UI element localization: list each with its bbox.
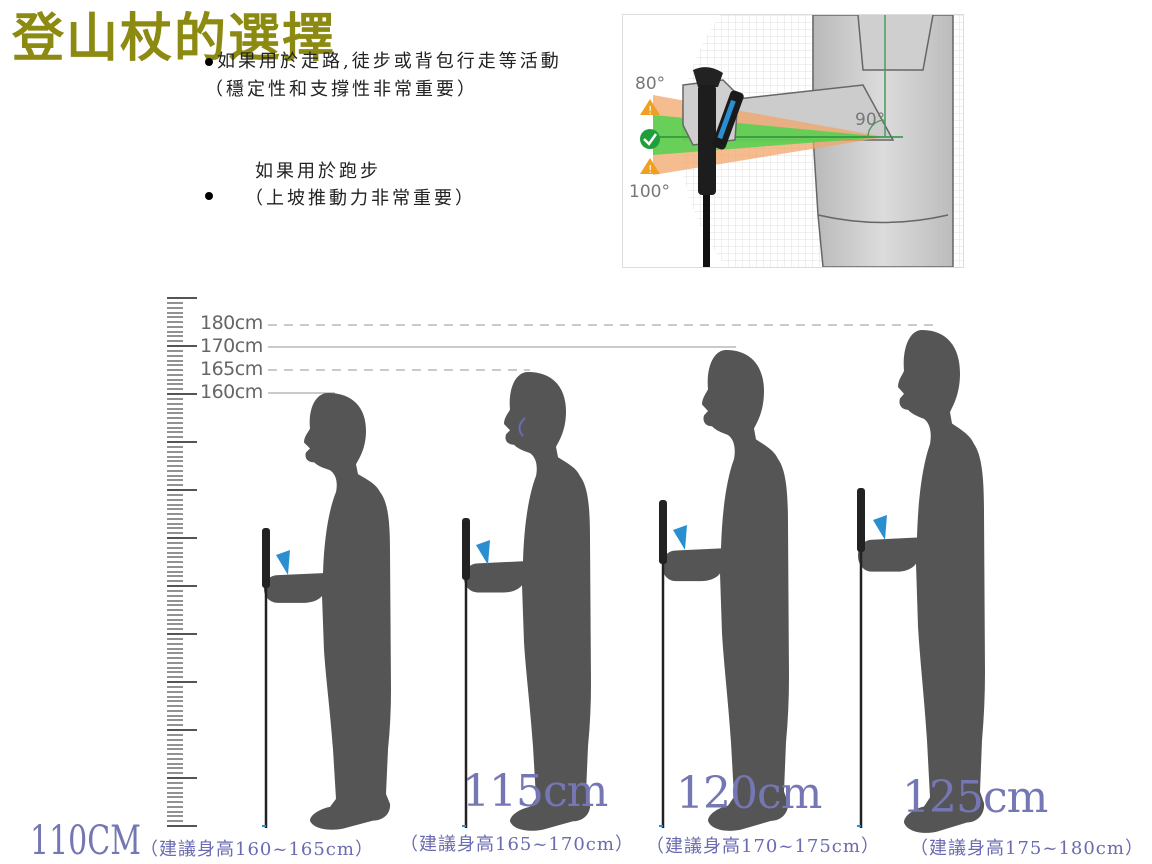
warning-icon: ! xyxy=(640,99,660,117)
figure-180 xyxy=(858,330,985,833)
arm-angle-illustration: 80° 100° 90° ! ! xyxy=(629,15,963,267)
svg-text:80°: 80° xyxy=(635,74,665,94)
pole-110 xyxy=(262,528,290,828)
bullet-2-line2: （上坡推動力非常重要） xyxy=(245,188,476,209)
figure-160 xyxy=(264,393,391,830)
recommended-height-4: （建議身高175~180cm） xyxy=(910,838,1144,859)
svg-text:90°: 90° xyxy=(855,110,885,130)
svg-text:100°: 100° xyxy=(629,182,670,202)
figure-170 xyxy=(662,350,789,831)
recommended-height-1: （建議身高160~165cm） xyxy=(140,839,374,860)
pole-length-label-1: 110CM xyxy=(30,818,141,864)
recommended-height-3: （建議身高170~175cm） xyxy=(646,836,880,857)
bullet-2-line1: 如果用於跑步 xyxy=(255,161,381,182)
ruler-label-160: 160cm xyxy=(200,381,263,403)
pole-120 xyxy=(659,500,687,828)
svg-text:!: ! xyxy=(648,163,652,176)
bullet-dot xyxy=(205,192,213,200)
pole-125 xyxy=(857,488,887,828)
pole-115 xyxy=(462,518,490,828)
warning-icon: ! xyxy=(640,158,660,176)
svg-text:!: ! xyxy=(648,104,652,117)
pole-length-label-3: 120cm xyxy=(676,768,822,819)
ruler-label-165: 165cm xyxy=(200,358,263,380)
bullet-1-line1: 如果用於走路,徒步或背包行走等活動 xyxy=(217,51,562,72)
figure-165 xyxy=(464,372,591,831)
pole-length-label-4: 125cm xyxy=(902,772,1048,823)
bullet-dot xyxy=(205,58,213,66)
height-ruler xyxy=(165,296,205,836)
arm-angle-diagram: 80° 100° 90° ! ! xyxy=(622,14,964,268)
ruler-label-170: 170cm xyxy=(200,335,263,357)
ruler-label-180: 180cm xyxy=(200,312,263,334)
check-icon xyxy=(640,129,660,149)
pole-length-label-2: 115cm xyxy=(462,766,608,817)
page-title: 登山杖的選擇 xyxy=(12,8,337,69)
recommended-height-2: （建議身高165~170cm） xyxy=(400,834,634,855)
bullet-1-line2: （穩定性和支撐性非常重要） xyxy=(205,79,478,100)
